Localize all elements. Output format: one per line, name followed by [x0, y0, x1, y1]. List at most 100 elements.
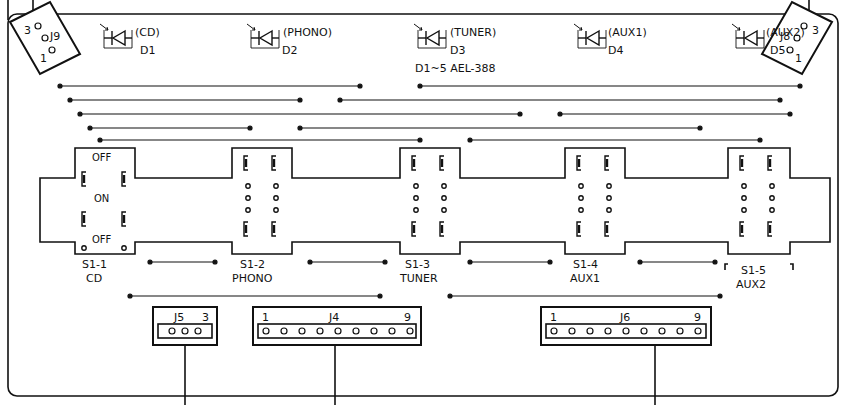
switch-label: AUX2	[736, 278, 766, 291]
switch-label: CD	[86, 272, 102, 285]
led-outline	[578, 30, 606, 48]
switch-contact	[740, 156, 744, 170]
trace-pad	[298, 98, 302, 102]
switch-contact	[122, 212, 126, 226]
switch-outline	[40, 148, 830, 254]
connector-pin	[623, 328, 629, 334]
connector-pin	[195, 328, 201, 334]
switch-contact	[83, 175, 85, 183]
switch-pad	[770, 208, 774, 212]
switch-pad	[607, 196, 611, 200]
trace-pad	[548, 260, 552, 264]
connector-outline	[762, 2, 832, 74]
connector-pin	[551, 328, 557, 334]
board-outline	[8, 14, 838, 396]
switch-contact	[605, 156, 609, 170]
trace-pad	[378, 294, 382, 298]
switch-contact	[83, 215, 85, 223]
pcb-trace	[90, 127, 250, 128]
switch-contact	[272, 156, 276, 170]
connector-pin	[281, 328, 287, 334]
pcb-trace	[300, 127, 700, 128]
trace-pad	[788, 112, 792, 116]
switch-contact	[741, 159, 743, 167]
pcb-trace	[640, 261, 715, 262]
switch-pad	[742, 196, 746, 200]
switch-pad	[82, 246, 86, 250]
trace-pad	[298, 126, 302, 130]
switch-contact	[440, 222, 444, 236]
switch-symbols	[82, 156, 774, 250]
trace-pad	[383, 260, 387, 264]
led-symbol	[427, 31, 439, 45]
switch-contact	[768, 156, 772, 170]
part-note: D1~5 AEL-388	[415, 62, 496, 75]
switch-contact	[123, 215, 125, 223]
switch-contact	[244, 222, 248, 236]
light-ray	[732, 24, 740, 30]
pcb-trace	[470, 139, 760, 140]
switch-contact	[577, 156, 581, 170]
switch-pad	[579, 196, 583, 200]
switch-contact	[412, 222, 416, 236]
switch-label: PHONO	[232, 272, 272, 285]
connector-pin	[317, 328, 323, 334]
trace-pad	[358, 84, 362, 88]
connector-pin	[605, 328, 611, 334]
connector-pin	[787, 47, 793, 53]
pin-label: J9	[50, 30, 60, 43]
trace-pad	[778, 98, 782, 102]
leader-line	[654, 346, 656, 405]
trace-pad	[68, 98, 72, 102]
led-label: (AUX1)	[608, 26, 647, 39]
pcb-trace	[100, 139, 420, 140]
pcb-trace	[450, 295, 720, 296]
switch-contact	[605, 222, 609, 236]
led-symbol	[587, 31, 599, 45]
part-number: S1-4	[573, 258, 598, 271]
switch-label: TUNER	[400, 272, 438, 285]
switch-pad	[414, 208, 418, 212]
switch-position: ON	[94, 193, 109, 205]
led-lead	[578, 37, 586, 38]
switch-contact	[413, 159, 415, 167]
connector-pin	[182, 328, 188, 334]
switch-contact	[82, 212, 86, 226]
pin-label: J4	[329, 311, 339, 324]
light-ray	[414, 24, 422, 30]
switch-contact	[740, 222, 744, 236]
switch-contact	[244, 156, 248, 170]
connector-body	[546, 324, 706, 338]
connector-pin	[42, 35, 48, 41]
trace-pad	[338, 98, 342, 102]
switch-pad	[579, 208, 583, 212]
pcb-trace	[560, 113, 790, 114]
switch-pad	[246, 208, 250, 212]
frame-line	[7, 0, 9, 20]
switch-contact	[245, 159, 247, 167]
pcb-trace	[420, 85, 800, 86]
connector-pin	[35, 23, 41, 29]
connector-pin	[335, 328, 341, 334]
connector-j8: 31J8	[760, 2, 832, 76]
switch-pad	[442, 208, 446, 212]
trace-pad	[418, 138, 422, 142]
connector-body	[258, 324, 416, 338]
switch-pad	[246, 184, 250, 188]
pcb-trace	[150, 261, 215, 262]
pin-label: 3	[812, 24, 819, 37]
pcb-trace	[70, 99, 300, 100]
pcb-traces	[58, 84, 802, 298]
part-number: D3	[450, 44, 465, 57]
switch-pad	[579, 184, 583, 188]
connector-pin	[677, 328, 683, 334]
switch-contact	[768, 222, 772, 236]
led-lead	[418, 37, 426, 38]
connector-pin	[389, 328, 395, 334]
pin-label: J5	[174, 311, 184, 324]
leader-line	[334, 346, 336, 405]
connector-pin	[371, 328, 377, 334]
led-lead	[104, 37, 112, 38]
switch-pad	[122, 246, 126, 250]
switch-contact	[413, 225, 415, 233]
